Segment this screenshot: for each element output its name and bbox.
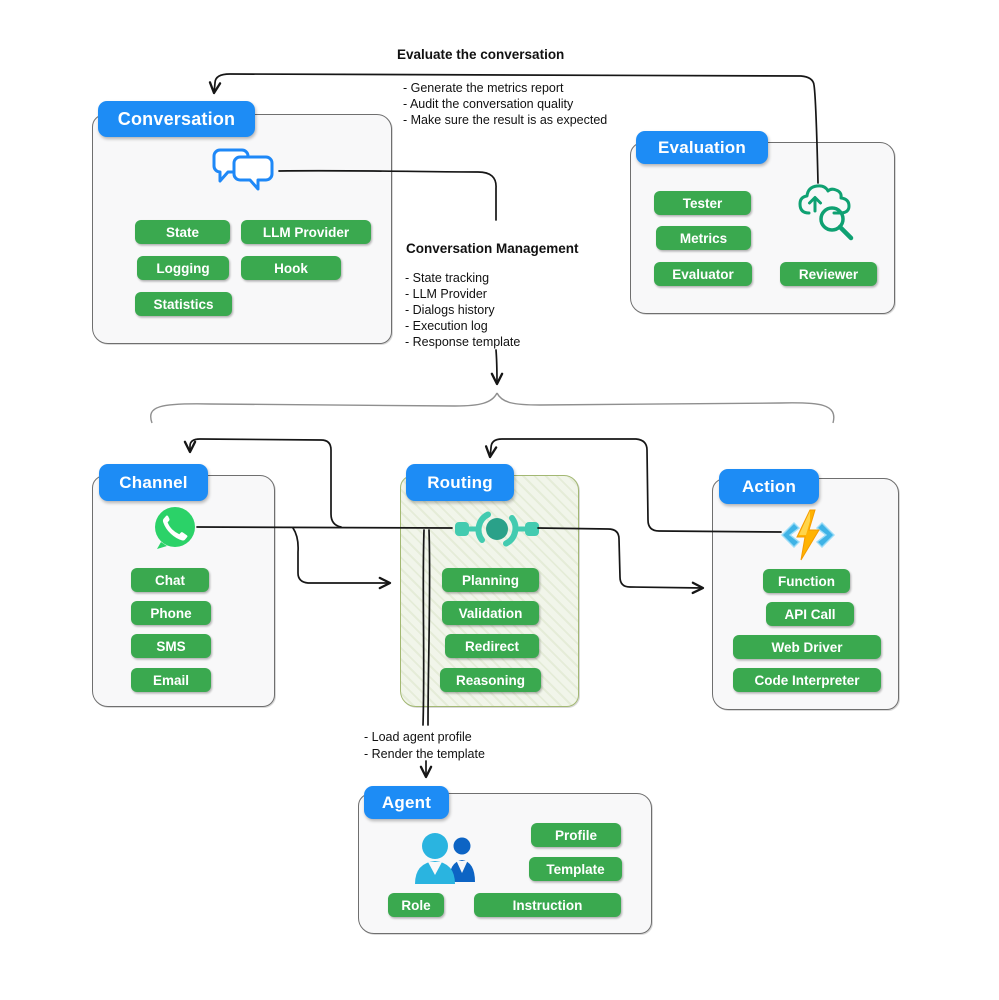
conversation-box: Conversation State LLM Provider Logging … [92, 101, 392, 344]
management-title: Conversation Management [406, 241, 579, 256]
agent-note-1: - Load agent profile [364, 730, 472, 744]
agent-header: Agent [364, 786, 449, 819]
action-header: Action [719, 469, 819, 504]
pill-logging: Logging [137, 256, 229, 280]
management-bullet-3: - Dialogs history [405, 303, 495, 317]
fanout-brace [150, 392, 835, 424]
management-bullet-4: - Execution log [405, 319, 488, 333]
pill-web-driver: Web Driver [733, 635, 881, 659]
conversation-header: Conversation [98, 101, 255, 137]
agent-note: - Load agent profile - Render the templa… [364, 729, 485, 763]
channel-header: Channel [99, 464, 208, 501]
function-lightning-icon [781, 509, 835, 561]
pill-sms: SMS [131, 634, 211, 658]
whatsapp-icon [155, 507, 195, 549]
pill-chat: Chat [131, 568, 209, 592]
evaluate-bullets: - Generate the metrics report - Audit th… [403, 80, 607, 128]
pill-reasoning: Reasoning [440, 668, 541, 692]
pill-planning: Planning [442, 568, 539, 592]
pill-instruction: Instruction [474, 893, 621, 917]
pill-reviewer: Reviewer [780, 262, 877, 286]
routing-header: Routing [406, 464, 514, 501]
agent-box: Agent Profile Template Role Instruction [358, 786, 652, 934]
management-bullet-5: - Response template [405, 335, 521, 349]
team-icon [415, 833, 475, 884]
pill-email: Email [131, 668, 211, 692]
evaluate-bullet-3: - Make sure the result is as expected [403, 113, 608, 127]
pill-metrics: Metrics [656, 226, 751, 250]
pill-statistics: Statistics [135, 292, 232, 316]
channel-box: Channel Chat Phone SMS Email [92, 464, 275, 707]
pill-llm-provider: LLM Provider [241, 220, 371, 244]
evaluate-title: Evaluate the conversation [397, 47, 565, 62]
management-bullets: - State tracking - LLM Provider - Dialog… [405, 270, 520, 350]
pill-role: Role [388, 893, 444, 917]
pill-profile: Profile [531, 823, 621, 847]
pill-phone: Phone [131, 601, 211, 625]
pill-redirect: Redirect [445, 634, 539, 658]
pill-tester: Tester [654, 191, 751, 215]
pill-template: Template [529, 857, 622, 881]
chat-bubbles-icon [212, 148, 274, 191]
pill-validation: Validation [442, 601, 539, 625]
routing-node-icon [455, 511, 539, 547]
management-bullet-1: - State tracking [405, 271, 490, 285]
pill-state: State [135, 220, 230, 244]
action-box: Action Function API Call Web Driver Code… [712, 469, 899, 710]
routing-box: Routing Planning Validation Redirect Rea… [400, 464, 579, 707]
pill-api-call: API Call [766, 602, 854, 626]
management-bullet-2: - LLM Provider [405, 287, 487, 301]
pill-code-interpreter: Code Interpreter [733, 668, 881, 692]
wire-branch-to-routing-box [292, 527, 392, 590]
pill-function: Function [763, 569, 850, 593]
cloud-search-icon [798, 184, 854, 241]
agent-note-2: - Render the template [364, 747, 485, 761]
evaluation-header: Evaluation [636, 131, 768, 164]
evaluation-box: Evaluation Tester Metrics Evaluator Revi… [630, 131, 895, 314]
evaluate-bullet-1: - Generate the metrics report [403, 81, 564, 95]
wire-note-to-brace [490, 349, 504, 386]
evaluate-bullet-2: - Audit the conversation quality [403, 97, 574, 111]
pill-evaluator: Evaluator [654, 262, 752, 286]
pill-hook: Hook [241, 256, 341, 280]
